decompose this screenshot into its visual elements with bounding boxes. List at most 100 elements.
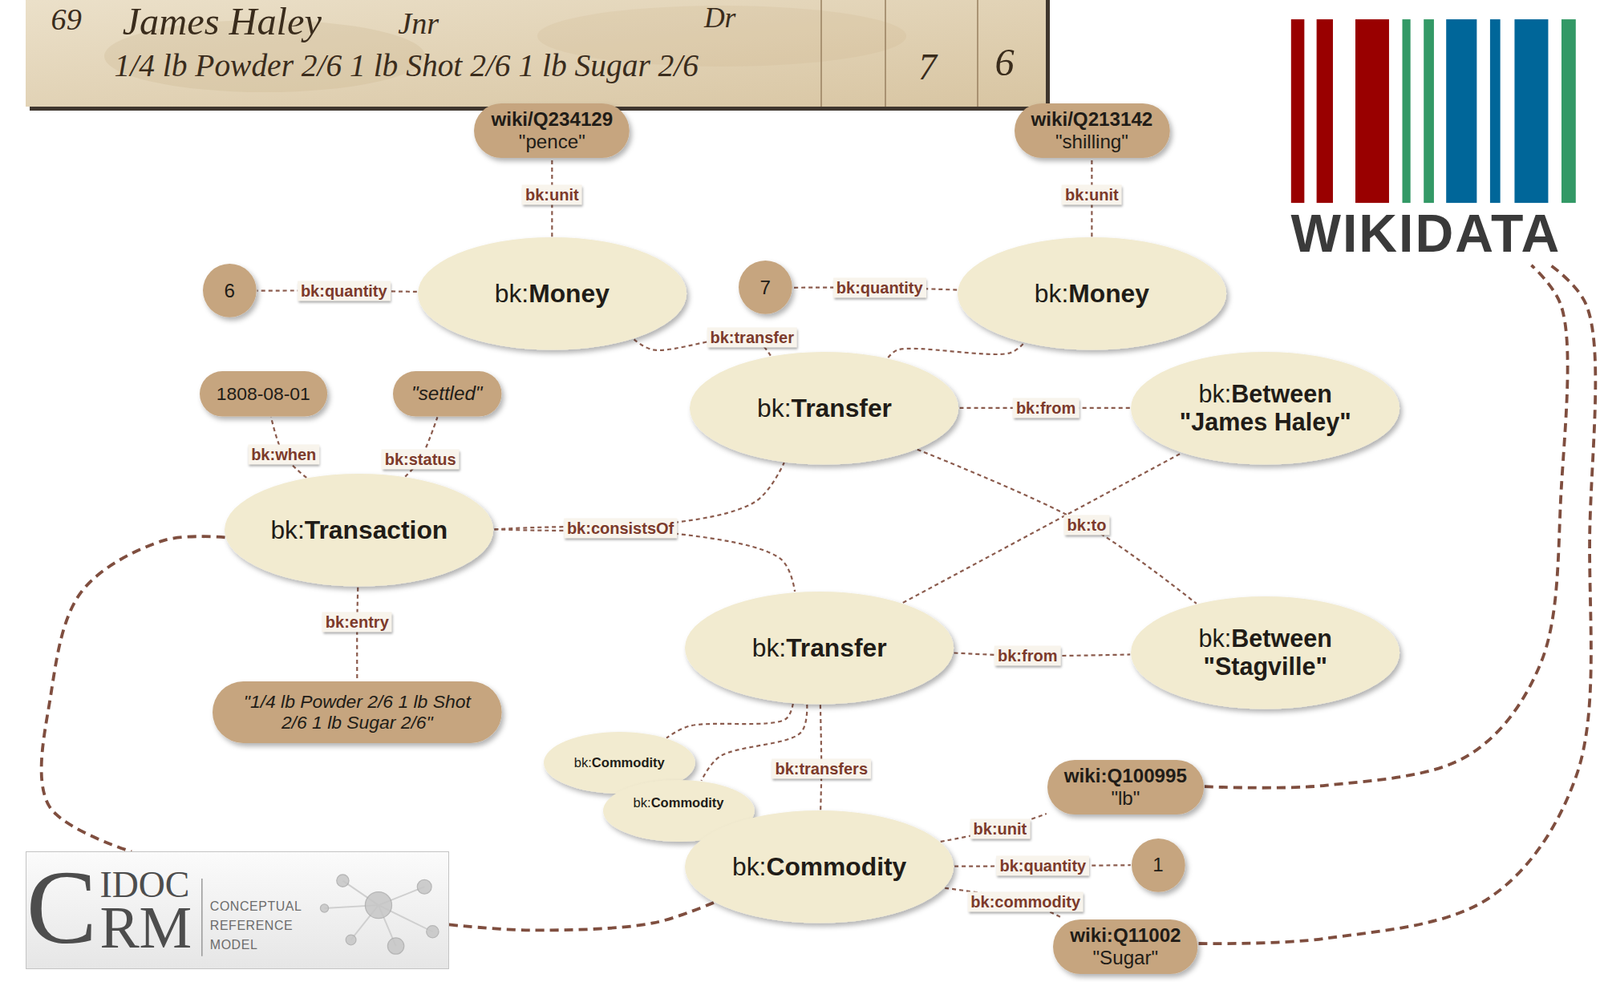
- node-label: "Stagville": [1203, 652, 1327, 681]
- pill-shape: [473, 103, 630, 158]
- barcode-bar: [1401, 19, 1410, 203]
- class-name: Commodity: [765, 852, 907, 882]
- property-label: bk:from: [1012, 397, 1079, 418]
- class-ellipse: bk:Transaction: [223, 473, 495, 588]
- node-label: 6: [224, 279, 235, 303]
- class-name: Money: [528, 279, 610, 308]
- property-link: [666, 704, 794, 739]
- node-label: wiki/Q213142: [1031, 108, 1154, 131]
- text-stack: wiki/Q234129"pence": [473, 102, 631, 159]
- pill-shape: [392, 371, 502, 418]
- logo-text-holder: CONCEPTUAL REFERENCE MODEL: [210, 897, 311, 956]
- node-label: bk:Transfer: [757, 393, 892, 424]
- barcode-bar: [1446, 19, 1477, 203]
- property-label: bk:transfer: [706, 328, 797, 349]
- node-label: wiki/Q234129: [490, 108, 613, 131]
- node-label: "1/4 lb Powder 2/6 1 lb Shot 2/6 1 lb Su…: [236, 691, 478, 734]
- node-label: "lb": [1110, 787, 1140, 811]
- entry-pill: "1/4 lb Powder 2/6 1 lb Shot 2/6 1 lb Su…: [211, 680, 503, 745]
- property-label: bk:to: [1064, 515, 1110, 536]
- text-stack: 1: [1130, 838, 1187, 894]
- namespace-prefix: bk:: [732, 852, 766, 882]
- property-label: bk:transfers: [771, 759, 871, 780]
- node-label: "Sugar": [1093, 947, 1159, 970]
- node-label: 1: [1152, 854, 1163, 877]
- ledger-rule: [976, 0, 979, 107]
- handwritten-entry: Dr: [704, 2, 737, 34]
- pill-shape: [212, 681, 503, 744]
- molecule-atom: [387, 938, 404, 955]
- reference-link: [41, 536, 226, 852]
- property-label: bk:unit: [970, 819, 1031, 840]
- node-label: bk:Between: [1198, 380, 1333, 409]
- property-link: [820, 704, 822, 811]
- node-label: 1808-08-01: [216, 383, 311, 405]
- node-label: bk:Transfer: [752, 633, 888, 664]
- text-stack: 7: [737, 259, 794, 316]
- text-stack: 1808-08-01: [198, 370, 329, 418]
- molecule-atom: [417, 880, 432, 896]
- node-label: "shilling": [1055, 130, 1129, 154]
- wikidata-unit-pill: wiki/Q213142"shilling": [1013, 102, 1171, 159]
- class-ellipse: bk:Money: [417, 236, 688, 352]
- node-label: wiki:Q11002: [1069, 924, 1181, 948]
- ellipse-shape: [689, 352, 959, 466]
- wikidata-unit-pill: wiki/Q234129"pence": [473, 102, 631, 159]
- class-ellipse: bk:Transfer: [688, 351, 960, 466]
- text-stack: wiki/Q213142"shilling": [1013, 102, 1171, 159]
- date-pill: 1808-08-01: [198, 370, 329, 418]
- property-label: bk:quantity: [833, 277, 927, 298]
- text-stack: bk:Transfer: [684, 591, 955, 706]
- pill-shape: [1047, 760, 1204, 815]
- namespace-prefix: bk:: [494, 279, 529, 308]
- molecule-atom: [336, 874, 349, 888]
- pill-shape: [199, 371, 328, 418]
- class-name: Between: [1231, 624, 1333, 653]
- node-label: bk:Between: [1198, 624, 1333, 653]
- quantity-circle: 1: [1130, 838, 1187, 894]
- logo-text-holder: WIKIDATA: [1290, 206, 1561, 260]
- handwritten-entry: 7: [918, 47, 937, 88]
- handwritten-entry: 69: [51, 2, 82, 37]
- pill-shape: [1053, 919, 1198, 975]
- logo-divider: [201, 878, 203, 957]
- class-ellipse: bk:Commodity: [684, 810, 955, 925]
- handwritten-entry: 1/4 lb Powder 2/6 1 lb Shot 2/6 1 lb Sug…: [114, 48, 700, 84]
- reference-link: [449, 903, 714, 931]
- wikidata-unit-pill: wiki:Q100995"lb": [1046, 759, 1205, 816]
- barcode-bar: [1561, 19, 1576, 203]
- handwritten-entry: 6: [995, 40, 1015, 84]
- reference-link: [1204, 265, 1568, 789]
- node-label: bk:Transaction: [270, 515, 448, 546]
- wikidata-commodity-pill: wiki:Q11002"Sugar": [1052, 919, 1199, 976]
- namespace-prefix: bk:: [1198, 380, 1232, 408]
- ellipse-shape: [224, 473, 494, 588]
- party-ellipse: bk:Between"Stagville": [1130, 595, 1401, 711]
- text-stack: "settled": [392, 370, 503, 418]
- ledger-rule: [884, 0, 887, 107]
- node-label: "James Haley": [1179, 408, 1352, 437]
- logo-text: CONCEPTUAL REFERENCE MODEL: [210, 897, 311, 956]
- text-stack: bk:Money: [417, 236, 688, 352]
- barcode-bar: [1490, 19, 1501, 203]
- handwritten-entry: James Haley: [122, 0, 322, 43]
- handwritten-entry: Jnr: [397, 6, 439, 41]
- node-label: "pence": [518, 130, 586, 154]
- ellipse-shape: [684, 810, 954, 924]
- namespace-prefix: bk:: [574, 755, 592, 771]
- class-name: Transfer: [785, 633, 887, 663]
- text-stack: "1/4 lb Powder 2/6 1 lb Shot 2/6 1 lb Su…: [211, 680, 503, 745]
- namespace-prefix: bk:: [1034, 279, 1069, 308]
- ellipse-shape: [417, 237, 687, 351]
- connector-group: [41, 158, 1596, 944]
- property-link: [356, 587, 358, 681]
- property-link: [940, 814, 1047, 843]
- namespace-prefix: bk:: [752, 633, 786, 663]
- molecule-atom: [426, 926, 439, 939]
- property-link: [917, 449, 1197, 604]
- quantity-circle: 7: [737, 259, 794, 316]
- circle-shape: [738, 260, 793, 315]
- ellipse-shape: [1130, 352, 1400, 466]
- namespace-prefix: bk:: [1198, 624, 1232, 653]
